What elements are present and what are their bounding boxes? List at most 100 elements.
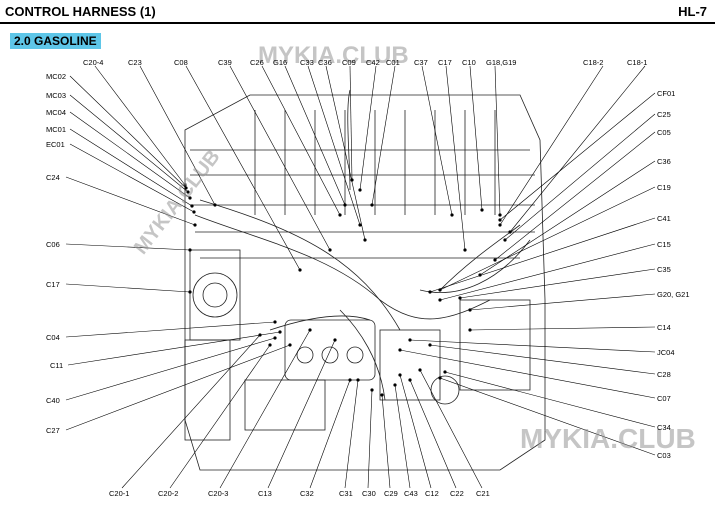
connector-point [398,348,402,352]
connector-point [498,213,502,217]
leader-line [65,344,291,431]
leader-line [479,160,656,276]
connector-point [328,248,332,252]
callout-label: C36 [318,58,332,67]
leader-line [67,331,281,366]
callout-label: G18,G19 [486,58,517,67]
connector-point [190,204,194,208]
connector-point [298,268,302,272]
leader-line [494,65,501,216]
connector-point [438,288,442,292]
leader-line [504,113,656,241]
callout-label: C26 [250,58,264,67]
callout-label: C31 [339,489,353,498]
leader-line [499,92,656,221]
callout-label: C40 [46,396,60,405]
leader-line [344,379,359,489]
leader-line [261,65,341,216]
leader-line [421,65,453,216]
connector-point [288,343,292,347]
leader-line [409,339,656,353]
callout-label: C20-3 [208,489,229,498]
leader-line [444,371,656,428]
callout-label: C35 [657,265,671,274]
callout-label: C42 [366,58,380,67]
callout-label: C13 [258,489,272,498]
leader-line [94,65,186,186]
callout-label: C39 [218,58,232,67]
leader-line [69,128,193,207]
callout-label: C09 [342,58,356,67]
callout-label: C15 [657,240,671,249]
connector-point [188,196,192,200]
callout-label: MC03 [46,91,67,100]
connector-point [480,208,484,212]
callout-label: C28 [657,370,671,379]
callout-label: C19 [657,183,671,192]
section-badge: 2.0 GASOLINE [10,33,101,49]
leader-line [439,186,656,291]
connector-point [363,238,367,242]
connector-point [183,183,187,187]
leader-line [309,379,351,489]
leader-line [509,65,646,233]
leader-line [169,344,271,489]
callout-label: C32 [300,489,314,498]
callout-label: C18-1 [627,58,648,67]
connector-point [478,273,482,277]
leader-line [65,243,191,251]
connector-point [192,210,196,214]
callout-label: C05 [657,128,671,137]
callout-label: CF01 [657,89,676,98]
connector-point [438,298,442,302]
leader-line [429,217,656,293]
leader-line [419,369,483,489]
connector-point [273,336,277,340]
leader-line [229,65,331,251]
connector-point [428,290,432,294]
callout-label: C41 [657,214,671,223]
callout-label: C30 [362,489,376,498]
connector-point [408,338,412,342]
connector-point [370,203,374,207]
leader-line [65,321,276,338]
connector-point [458,296,462,300]
callout-label: C20-1 [109,489,130,498]
callout-label: C17 [46,280,60,289]
connector-point [358,188,362,192]
connector-point [398,373,402,377]
leader-line [325,65,366,241]
leader-line [349,65,353,181]
connector-point [338,213,342,217]
leader-line [409,379,457,489]
leader-line [65,337,276,401]
connector-point [358,223,362,227]
leader-line [439,377,656,456]
callout-label: C08 [174,58,188,67]
connector-point [193,223,197,227]
callout-label: C06 [46,240,60,249]
leader-line [69,111,191,199]
connector-point [468,308,472,312]
leader-line [399,374,432,489]
callout-label: C21 [476,489,490,498]
connector-point [348,378,352,382]
callout-label: C18-2 [583,58,604,67]
connector-point [463,248,467,252]
leader-line [394,384,411,489]
connector-point [273,320,277,324]
watermark-bottom: MYKIA.CLUB [520,423,696,454]
leader-line [307,65,361,226]
callout-label: G20, G21 [657,290,690,299]
page-number: HL-7 [678,4,707,19]
callout-label: JC04 [657,348,675,357]
callout-label: C22 [450,489,464,498]
connector-point [213,203,217,207]
callout-label: C10 [462,58,476,67]
leader-line [469,65,483,211]
callout-label: C25 [657,110,671,119]
leader-line [219,329,311,489]
callout-label: MC04 [46,108,67,117]
callout-label: C17 [438,58,452,67]
